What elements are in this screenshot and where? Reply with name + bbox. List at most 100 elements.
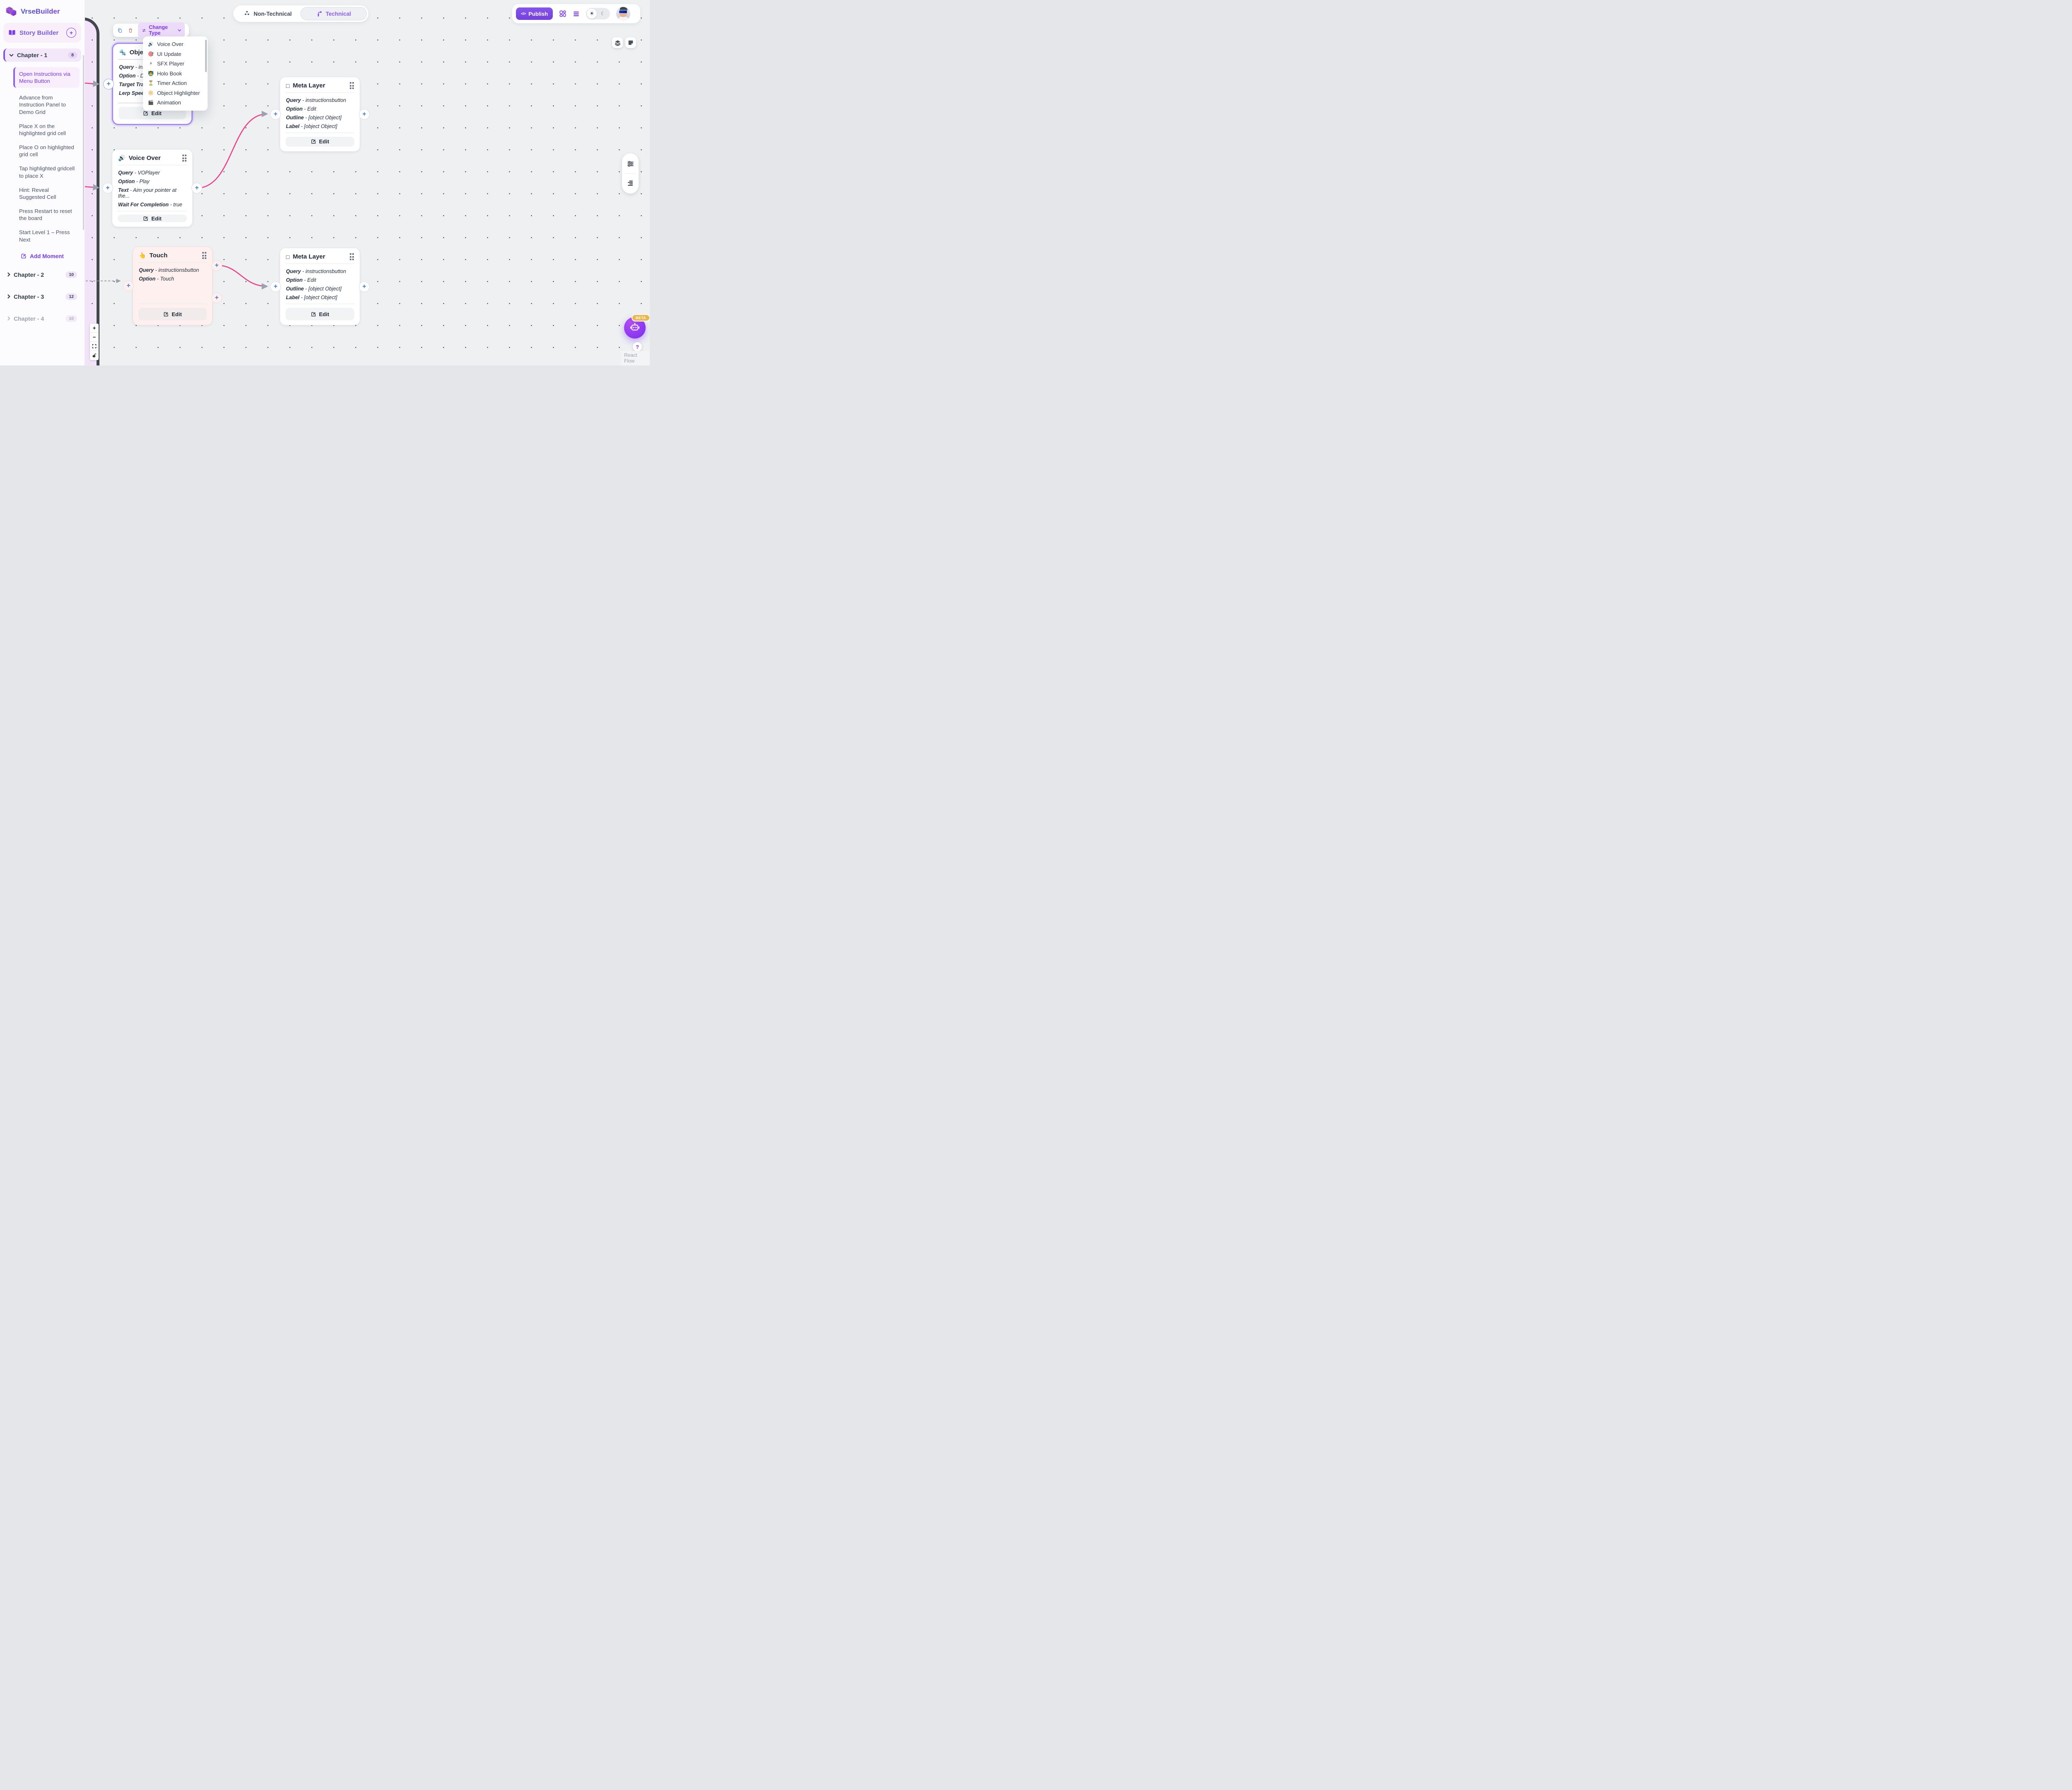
node-fields: QueryVOPlayerOptionPlayTextAim your poin… (118, 165, 187, 211)
node-meta1-target-handle[interactable]: + (270, 109, 281, 120)
drag-handle-icon[interactable] (349, 253, 354, 260)
dropdown-item[interactable]: 🔊 Voice Over (143, 39, 208, 49)
chapter-label: Chapter - 2 (14, 271, 44, 278)
sidebar-scrollbar[interactable] (82, 55, 84, 230)
edit-label: Edit (151, 215, 162, 222)
moment-item[interactable]: Press Restart to reset the board (16, 207, 80, 223)
node-meta-layer-1[interactable]: + + □ Meta Layer Queryinstructionsbutton… (270, 77, 370, 152)
delete-button[interactable] (128, 27, 133, 34)
moment-label: Tap highlighted gridcell to place X (19, 165, 75, 179)
sidebar-chapter[interactable]: Chapter - 4 10 (3, 312, 81, 325)
field-row: Queryinstructionsbutton (139, 267, 206, 273)
zoom-out-button[interactable]: − (90, 333, 99, 342)
pencil-icon (21, 254, 26, 259)
item-emoji-icon: 🎯 (148, 51, 154, 57)
node-meta1-source-handle[interactable]: + (359, 109, 370, 120)
moment-item[interactable]: Hint: Reveal Suggested Cell (16, 186, 80, 201)
help-button[interactable]: ? (633, 342, 642, 351)
menu-button[interactable] (573, 11, 580, 17)
dropdown-item[interactable]: 🎯 UI Update (143, 49, 208, 59)
change-type-label: Change Type (149, 24, 168, 36)
moment-item[interactable]: Start Level 1 – Press Next (16, 228, 80, 244)
node-meta2-source-handle[interactable]: + (359, 281, 370, 292)
lock-button[interactable] (90, 351, 99, 360)
moment-item[interactable]: Place O on highlighted grid cell (16, 143, 80, 159)
chapter-label: Chapter - 3 (14, 293, 44, 300)
app-logo[interactable]: VrseBuilder (0, 0, 85, 22)
moment-item[interactable]: Open Instructions via Menu Button (13, 67, 80, 88)
theme-toggle[interactable]: ☀ ☾ (586, 8, 610, 19)
item-label: Timer Action (157, 80, 187, 87)
drag-handle-icon[interactable] (349, 82, 354, 89)
node-object-target-handle[interactable]: + (103, 78, 114, 90)
add-moment-button[interactable]: Add Moment (0, 253, 85, 259)
node-voice-target-handle[interactable]: + (102, 183, 113, 194)
moment-item[interactable]: Advance from Instruction Panel to Demo G… (16, 93, 80, 116)
sidebar-chapter-1[interactable]: Chapter - 1 8 (3, 48, 81, 62)
node-voice-over[interactable]: + + 🔊 Voice Over QueryVOPlayerOptionPlay… (102, 149, 202, 227)
edit-button[interactable]: Edit (138, 308, 207, 320)
swap-icon (143, 29, 146, 32)
item-emoji-icon: 🔊 (148, 42, 154, 47)
node-touch-source-handle-bottom[interactable]: + (211, 293, 222, 303)
moment-item[interactable]: Place X on the highlighted grid cell (16, 122, 80, 138)
layers-button[interactable] (612, 37, 623, 48)
dropdown-item[interactable]: 🎬 Animation (143, 98, 208, 108)
tab-non-technical[interactable]: Non-Technical (235, 7, 300, 20)
node-touch-target-handle[interactable]: + (123, 281, 134, 291)
dropdown-item[interactable]: ⚡ SFX Player (143, 59, 208, 69)
node-voice-source-handle[interactable]: + (191, 183, 202, 194)
item-emoji-icon: 🔆 (148, 90, 154, 96)
sliders-button[interactable] (627, 161, 634, 167)
publish-button[interactable]: </> Publish (516, 7, 553, 20)
drag-handle-icon[interactable] (182, 155, 186, 162)
field-row: Queryinstructionsbutton (286, 97, 354, 103)
chapter-count-badge: 10 (65, 315, 77, 322)
edit-button[interactable]: Edit (286, 136, 354, 147)
item-emoji-icon: 🎬 (148, 100, 154, 106)
edit-button[interactable]: Edit (118, 215, 187, 222)
dropdown-item[interactable]: 🔆 Object Highlighter (143, 88, 208, 98)
node-title: Meta Layer (293, 253, 325, 260)
user-avatar[interactable] (616, 7, 631, 21)
dropdown-item[interactable]: 👨‍🏫 Holo Book (143, 69, 208, 79)
node-touch-source-handle-top[interactable]: + (211, 260, 222, 271)
add-chapter-button[interactable]: + (66, 28, 76, 38)
pointing-finger-icon: 👆 (139, 252, 146, 259)
field-row: QueryVOPlayer (118, 170, 186, 176)
chevron-right-icon (7, 272, 10, 277)
assistant-fab-button[interactable]: BETA (624, 314, 650, 339)
field-row: OptionEdit (286, 106, 354, 112)
edge-touch-to-meta2[interactable] (216, 264, 269, 290)
bolt-icon: 🔩 (119, 49, 126, 56)
dropdown-scrollbar[interactable] (205, 40, 207, 72)
zoom-in-button[interactable]: + (90, 324, 99, 333)
moment-item[interactable]: Tap highlighted gridcell to place X (16, 164, 80, 180)
sticky-note-button[interactable] (625, 37, 636, 48)
drag-handle-icon[interactable] (202, 252, 206, 259)
edit-button[interactable]: Edit (286, 308, 354, 320)
moment-label: Advance from Instruction Panel to Demo G… (19, 94, 66, 115)
node-meta2-target-handle[interactable]: + (270, 281, 281, 292)
sun-icon: ☀ (587, 9, 597, 19)
moon-icon: ☾ (600, 11, 605, 17)
dropdown-item[interactable]: ⏳ Timer Action (143, 78, 208, 88)
sticky-note-icon (628, 40, 633, 45)
node-touch[interactable]: + + + 👆 Touch QueryinstructionsbuttonOpt… (123, 247, 222, 325)
node-meta-layer-2[interactable]: + + □ Meta Layer Queryinstructionsbutton… (270, 248, 370, 325)
fit-view-button[interactable] (90, 342, 99, 351)
sidebar-chapter[interactable]: Chapter - 2 10 (3, 268, 81, 281)
react-flow-attribution[interactable]: React Flow (621, 351, 650, 365)
sidebar-chapter[interactable]: Chapter - 3 12 (3, 290, 81, 303)
cube-logo-icon (6, 6, 17, 17)
chapter-count-badge: 10 (65, 271, 77, 278)
copy-button[interactable] (117, 27, 123, 34)
layout-panel-button[interactable] (559, 10, 566, 17)
align-button[interactable] (627, 180, 634, 186)
edge-voice-to-meta1[interactable] (196, 111, 269, 189)
pencil-icon (311, 312, 316, 316)
tab-technical[interactable]: Technical (300, 7, 367, 20)
field-row: Label[object Object] (286, 295, 354, 300)
change-type-button[interactable]: Change Type (138, 22, 185, 38)
mode-switcher: Non-Technical Technical (233, 5, 368, 22)
